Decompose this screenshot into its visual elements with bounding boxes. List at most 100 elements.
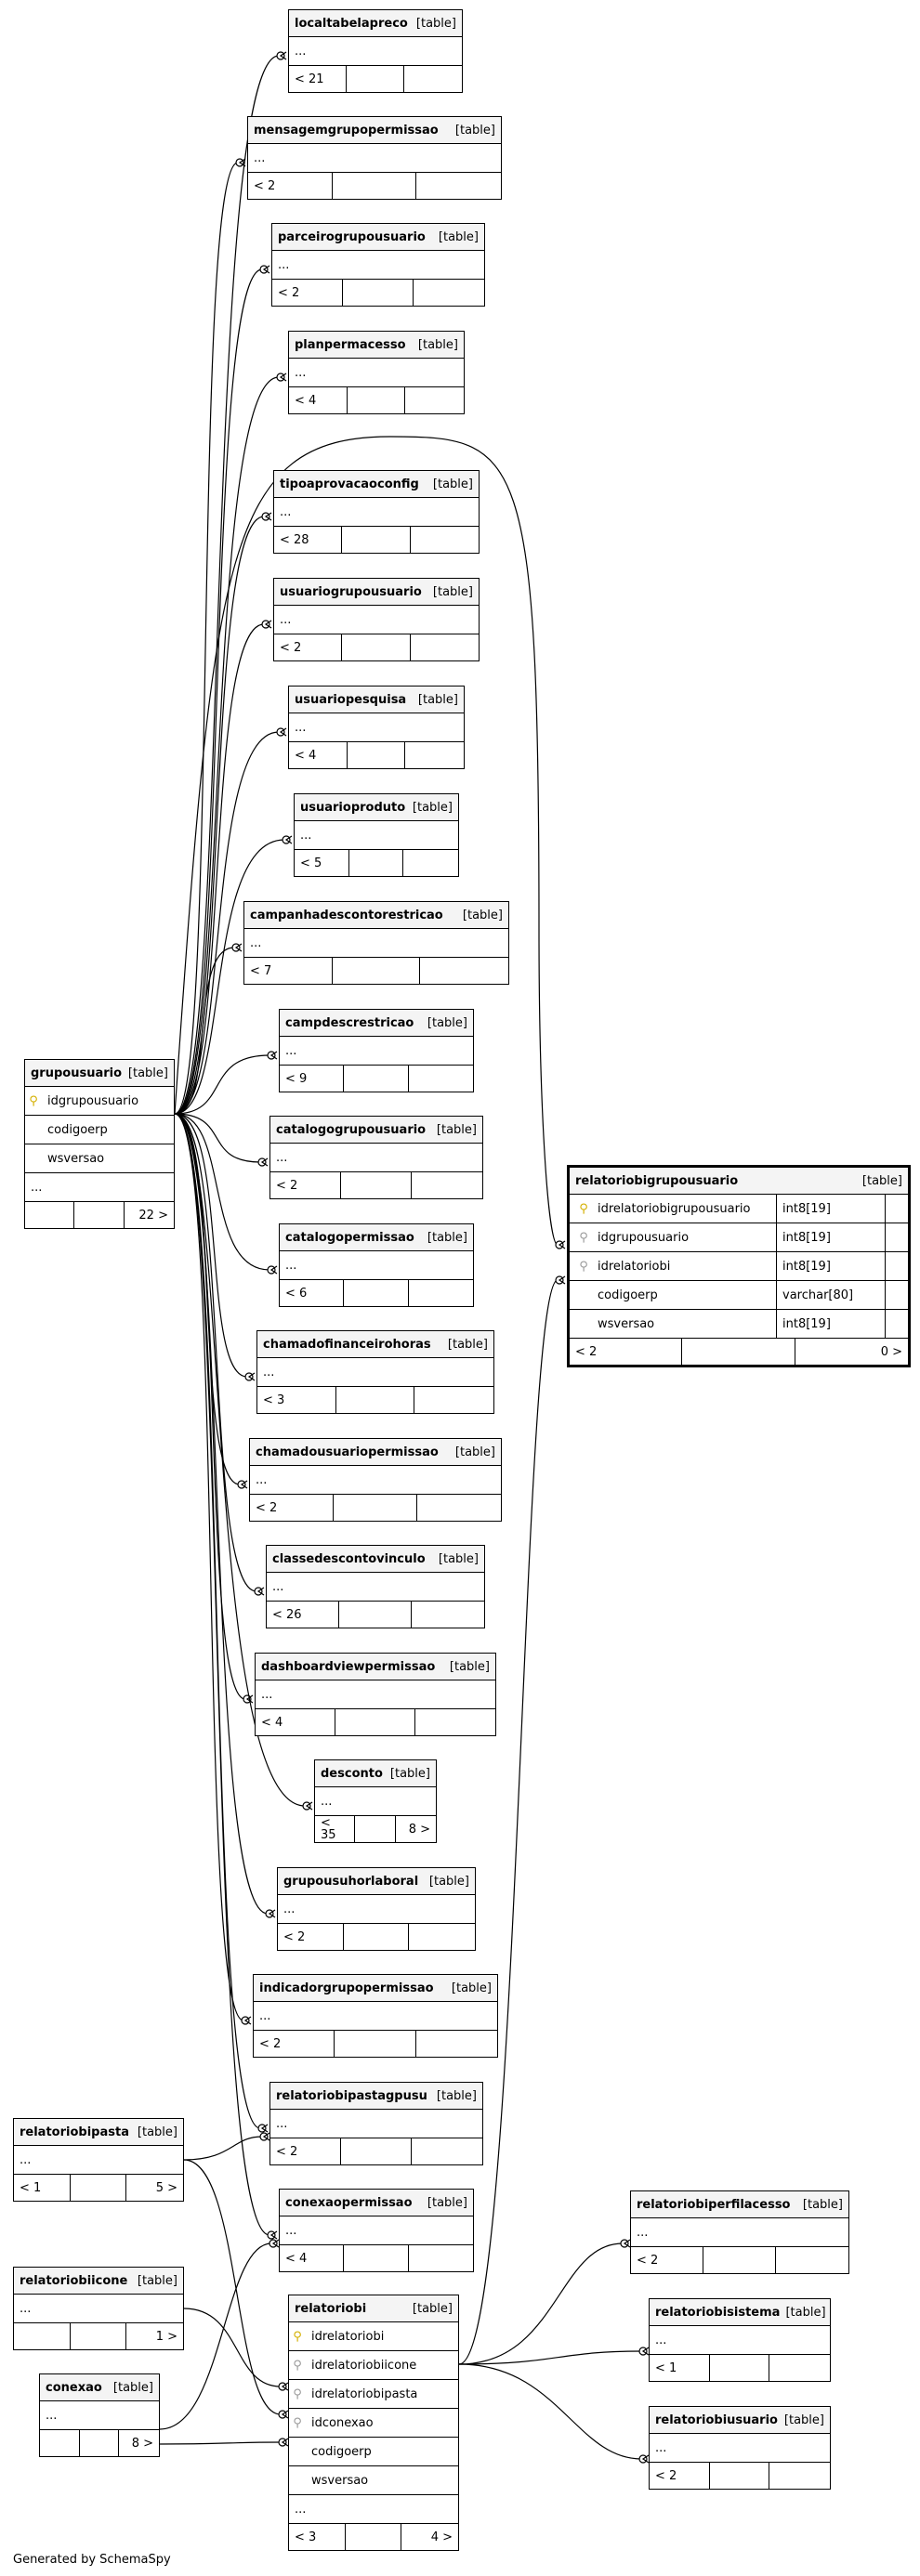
parents-count[interactable] [414, 280, 484, 306]
more-columns: ... [250, 935, 262, 950]
children-count[interactable]: < 4 [280, 2245, 345, 2271]
children-count[interactable]: < 2 [248, 173, 333, 199]
more-columns: ... [254, 150, 266, 165]
table-conexao[interactable]: conexao[table] ... 8 > [39, 2373, 160, 2457]
parents-count[interactable] [412, 1172, 482, 1198]
table-catalogopermissao[interactable]: catalogopermissao[table] ... < 6 [279, 1223, 474, 1307]
parents-count[interactable] [409, 1280, 473, 1306]
children-count[interactable]: < 21 [289, 66, 347, 92]
parents-count[interactable] [409, 1066, 473, 1092]
more-columns: ... [655, 2440, 667, 2455]
table-tipoaprovacaoconfig[interactable]: tipoaprovacaoconfig[table] ... < 28 [273, 470, 480, 554]
children-count[interactable]: < 6 [280, 1280, 345, 1306]
parents-count[interactable] [411, 527, 479, 553]
parents-count[interactable] [769, 2463, 830, 2489]
table-kind: [table] [417, 692, 458, 707]
parents-count[interactable] [412, 2138, 482, 2164]
parents-count[interactable] [769, 2355, 830, 2381]
table-relatoriobisistema[interactable]: relatoriobisistema[table] ... < 1 [649, 2298, 831, 2382]
parents-count[interactable]: 0 > [880, 1344, 902, 1359]
parents-count[interactable] [405, 387, 464, 413]
children-count[interactable]: < 1 [14, 2175, 71, 2201]
table-name: conexaopermissao [285, 2195, 413, 2210]
parents-count[interactable]: 8 > [408, 1822, 430, 1837]
children-count[interactable]: < 9 [280, 1066, 345, 1092]
children-count[interactable]: < 2 [250, 1495, 334, 1521]
table-campanhadescontorestricao[interactable]: campanhadescontorestricao[table] ... < 7 [243, 901, 509, 985]
children-count[interactable]: < 35 [315, 1816, 356, 1842]
table-usuarioproduto[interactable]: usuarioproduto[table] ... < 5 [294, 793, 459, 877]
parents-count[interactable] [405, 742, 464, 768]
table-classedescontovinculo[interactable]: classedescontovinculo[table] ... < 26 [266, 1545, 485, 1628]
children-count[interactable]: < 26 [267, 1602, 339, 1628]
children-count[interactable] [14, 2323, 71, 2349]
parents-count[interactable]: 4 > [430, 2530, 453, 2544]
table-localtabelapreco[interactable]: localtabelapreco[table] ... < 21 [288, 9, 463, 93]
children-count[interactable] [25, 1202, 75, 1228]
table-mensagemgrupopermissao[interactable]: mensagemgrupopermissao[table] ... < 2 [247, 116, 502, 200]
parents-count[interactable] [409, 1924, 475, 1950]
parents-count[interactable] [411, 634, 479, 660]
children-count[interactable]: < 4 [256, 1709, 335, 1735]
table-relatoriobigrupousuario[interactable]: relatoriobigrupousuario[table] ⚲idrelato… [567, 1165, 911, 1367]
children-count[interactable]: < 2 [270, 2138, 341, 2164]
table-usuariopesquisa[interactable]: usuariopesquisa[table] ... < 4 [288, 686, 465, 769]
table-campdescrestricao[interactable]: campdescrestricao[table] ... < 9 [279, 1009, 474, 1092]
parents-count[interactable] [420, 958, 508, 984]
children-count[interactable]: < 7 [244, 958, 333, 984]
parents-count[interactable] [415, 1709, 495, 1735]
table-relatoriobiusuario[interactable]: relatoriobiusuario[table] ... < 2 [649, 2406, 831, 2490]
parents-count[interactable] [403, 850, 458, 876]
parents-count[interactable]: 8 > [131, 2436, 153, 2451]
table-usuariogrupousuario[interactable]: usuariogrupousuario[table] ... < 2 [273, 578, 480, 661]
parents-count[interactable] [776, 2247, 848, 2273]
relationship-edge [458, 2350, 642, 2365]
parents-count[interactable]: 5 > [155, 2180, 177, 2195]
children-count[interactable]: < 28 [274, 527, 343, 553]
table-planpermacesso[interactable]: planpermacesso[table] ... < 4 [288, 331, 465, 414]
table-kind: [table] [427, 1230, 467, 1245]
parents-count[interactable]: 22 > [138, 1208, 168, 1223]
table-chamadousuariopermissao[interactable]: chamadousuariopermissao[table] ... < 2 [249, 1438, 502, 1522]
parents-count[interactable] [409, 2245, 473, 2271]
parents-count[interactable] [404, 66, 462, 92]
foreign-key-icon: ⚲ [293, 2386, 302, 2401]
children-count[interactable]: < 3 [289, 2524, 346, 2550]
parents-count[interactable] [414, 1387, 493, 1413]
children-count[interactable]: < 4 [289, 387, 348, 413]
children-count[interactable]: < 2 [270, 1172, 341, 1198]
table-parceirogrupousuario[interactable]: parceirogrupousuario[table] ... < 2 [271, 223, 485, 307]
table-relatoriobi[interactable]: relatoriobi[table] ⚲idrelatoriobi ⚲idrel… [288, 2295, 459, 2551]
parents-count[interactable] [412, 1602, 484, 1628]
more-columns: ... [280, 504, 292, 519]
parents-count[interactable] [417, 1495, 501, 1521]
table-dashboardviewpermissao[interactable]: dashboardviewpermissao[table] ... < 4 [255, 1653, 496, 1736]
children-count[interactable]: < 4 [289, 742, 348, 768]
table-relatoriobiperfilacesso[interactable]: relatoriobiperfilacesso[table] ... < 2 [630, 2190, 849, 2274]
children-count[interactable]: < 2 [650, 2463, 710, 2489]
table-indicadorgrupopermissao[interactable]: indicadorgrupopermissao[table] ... < 2 [253, 1974, 498, 2058]
children-count[interactable]: < 3 [257, 1387, 336, 1413]
children-count[interactable]: < 2 [274, 634, 343, 660]
table-relatoriobipastagpusu[interactable]: relatoriobipastagpusu[table] ... < 2 [269, 2082, 483, 2165]
table-grupousuhorlaboral[interactable]: grupousuhorlaboral[table] ... < 2 [277, 1867, 476, 1951]
children-count[interactable]: < 2 [278, 1924, 344, 1950]
children-count[interactable]: < 2 [272, 280, 343, 306]
parents-count[interactable] [416, 173, 501, 199]
crowfoot-mark [269, 1265, 278, 1275]
children-count[interactable]: < 1 [650, 2355, 710, 2381]
table-grupousuario[interactable]: grupousuario[table] ⚲idgrupousuario codi… [24, 1059, 175, 1229]
children-count[interactable]: < 2 [254, 2031, 335, 2057]
children-count[interactable]: < 5 [295, 850, 349, 876]
children-count[interactable] [40, 2430, 80, 2456]
table-conexaopermissao[interactable]: conexaopermissao[table] ... < 4 [279, 2189, 474, 2272]
table-catalogogrupousuario[interactable]: catalogogrupousuario[table] ... < 2 [269, 1116, 483, 1199]
children-count[interactable]: < 2 [631, 2247, 703, 2273]
parents-count[interactable] [416, 2031, 497, 2057]
children-count[interactable]: < 2 [570, 1339, 683, 1365]
table-chamadofinanceirohoras[interactable]: chamadofinanceirohoras[table] ... < 3 [256, 1330, 494, 1414]
parents-count[interactable]: 1 > [155, 2329, 177, 2344]
table-relatoriobiicone[interactable]: relatoriobiicone[table] ... 1 > [13, 2267, 184, 2350]
